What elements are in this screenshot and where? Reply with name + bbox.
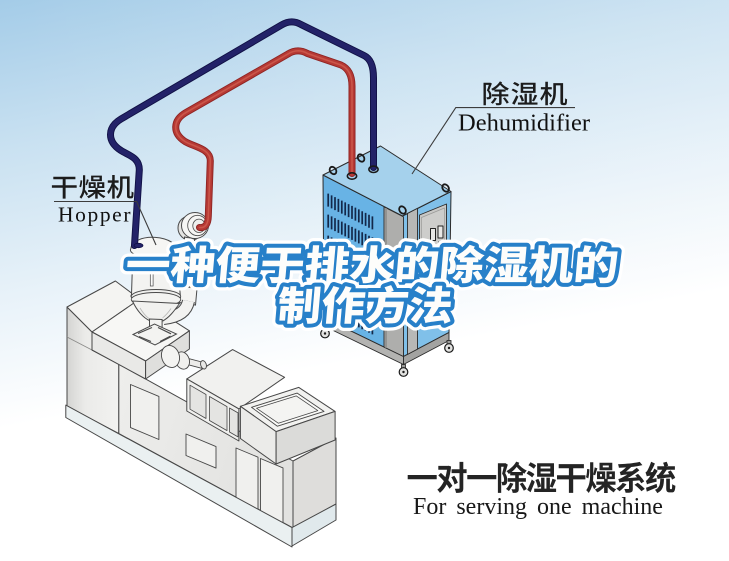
svg-text:For serving one machine: For serving one machine [413,494,663,520]
svg-text:Dehumidifier: Dehumidifier [458,110,590,137]
svg-text:Hopper: Hopper [58,203,132,227]
